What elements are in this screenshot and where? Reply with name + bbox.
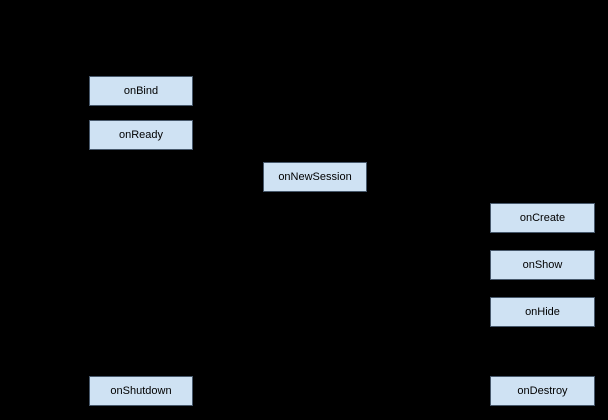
- node-on-hide: onHide: [490, 297, 595, 327]
- node-on-show: onShow: [490, 250, 595, 280]
- node-on-new-session: onNewSession: [263, 162, 367, 192]
- node-on-ready: onReady: [89, 120, 193, 150]
- node-on-bind: onBind: [89, 76, 193, 106]
- node-on-shutdown: onShutdown: [89, 376, 193, 406]
- node-on-destroy: onDestroy: [490, 376, 595, 406]
- node-on-create: onCreate: [490, 203, 595, 233]
